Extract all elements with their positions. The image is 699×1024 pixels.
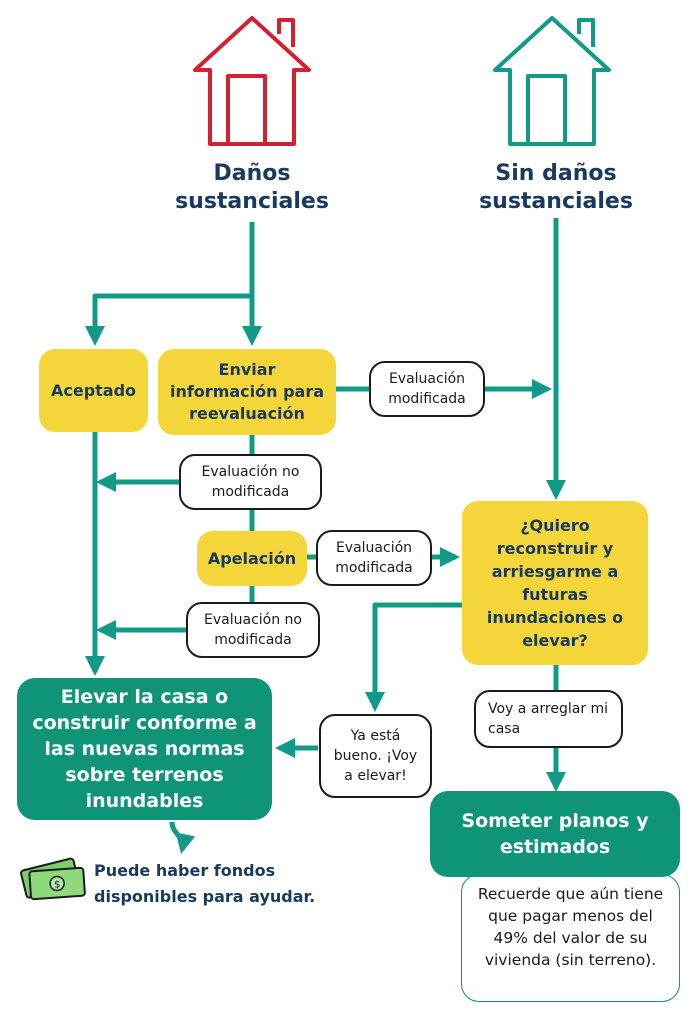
svg-text:$: $ (54, 879, 61, 890)
damaged-house-icon (193, 16, 311, 146)
node-elevate: Elevar la casa o construir conforme a la… (17, 678, 272, 820)
money-icon: $ (20, 857, 86, 901)
note-reminder: Recuerde que aún tiene que pagar menos d… (461, 874, 680, 1002)
label-not-modified-2: Evaluación no modificada (186, 602, 320, 658)
arrow-elevar-to-funds (169, 821, 196, 854)
note-funds: Puede haber fondos disponibles para ayud… (94, 861, 316, 906)
arrow-to-aceptado (85, 293, 252, 346)
node-send-info: Enviar información para reevaluación (158, 349, 336, 435)
label-modified-1: Evaluación modificada (369, 361, 485, 417)
undamaged-house-icon (493, 16, 611, 146)
node-appeal: Apelación (197, 531, 307, 586)
node-submit-plans: Someter planos y estimados (430, 791, 680, 877)
label-will-repair: Voy a arreglar mi casa (474, 690, 623, 748)
label-modified-2: Evaluación modificada (316, 530, 432, 586)
arrow-question-to-yaesta (365, 602, 462, 712)
heading-undamaged: Sin daños sustanciales (479, 161, 633, 214)
node-accepted: Aceptado (39, 349, 148, 432)
label-will-elevate: Ya está bueno. ¡Voy a elevar! (319, 714, 432, 798)
heading-damaged: Daños sustanciales (175, 161, 329, 214)
node-question: ¿Quiero reconstruir y arriesgarme a futu… (462, 501, 648, 665)
label-not-modified-1: Evaluación no modificada (179, 454, 322, 510)
